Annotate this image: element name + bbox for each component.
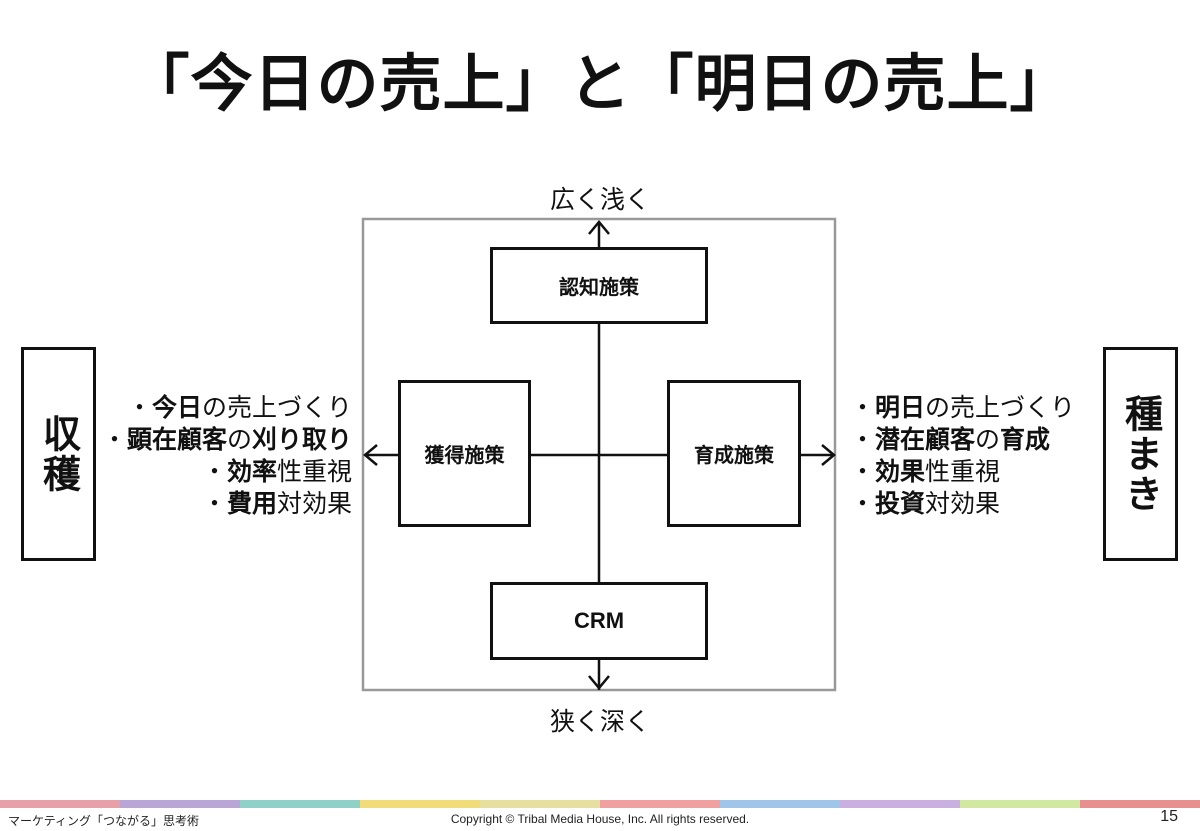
page-number: 15: [1160, 808, 1178, 825]
axis-label-bottom: 狭く深く: [549, 707, 650, 736]
harvest-points-list: ・今日の売上づくり ・顕在顧客の刈り取り ・効率性重視 ・費用対効果: [102, 392, 352, 520]
footer-color-segment: [840, 800, 960, 808]
arrow-down-icon: [588, 675, 610, 690]
list-item: ・効果性重視: [850, 457, 1001, 486]
seeding-label-box: 種まき: [1103, 347, 1178, 561]
copyright-notice: Copyright © Tribal Media House, Inc. All…: [450, 812, 750, 826]
harvest-label: 収穫: [36, 414, 81, 494]
footer-color-segment: [720, 800, 840, 808]
seeding-label: 種まき: [1118, 394, 1163, 514]
box-crm: CRM: [490, 582, 708, 660]
footer-color-segment: [360, 800, 480, 808]
seeding-points-list: ・明日の売上づくり ・潜在顧客の育成 ・効果性重視 ・投資対効果: [850, 392, 1075, 520]
list-item: ・効率性重視: [201, 457, 352, 486]
footer-color-segment: [1080, 800, 1200, 808]
list-item: ・費用対効果: [201, 489, 352, 518]
box-nurturing: 育成施策: [667, 380, 801, 527]
list-item: ・顕在顧客の刈り取り: [101, 425, 352, 454]
footer-color-bar: [0, 800, 1200, 808]
list-item: ・今日の売上づくり: [126, 393, 352, 422]
footer-color-segment: [240, 800, 360, 808]
axis-label-top: 広く浅く: [549, 185, 650, 214]
footer-color-segment: [600, 800, 720, 808]
page-title: 「今日の売上」と「明日の売上」: [127, 47, 1073, 120]
arrow-up-icon: [588, 220, 610, 235]
footer-color-segment: [960, 800, 1080, 808]
footer-color-segment: [120, 800, 240, 808]
footer-color-segment: [0, 800, 120, 808]
list-item: ・明日の売上づくり: [850, 393, 1076, 422]
harvest-label-box: 収穫: [21, 347, 96, 561]
list-item: ・投資対効果: [850, 489, 1001, 518]
list-item: ・潜在顧客の育成: [850, 425, 1051, 454]
book-title: マーケティング「つながる」思考術: [8, 814, 200, 828]
box-acquisition: 獲得施策: [398, 380, 531, 527]
arrow-right-icon: [821, 444, 836, 466]
arrow-left-icon: [363, 444, 378, 466]
footer-color-segment: [480, 800, 600, 808]
box-awareness: 認知施策: [490, 247, 708, 324]
